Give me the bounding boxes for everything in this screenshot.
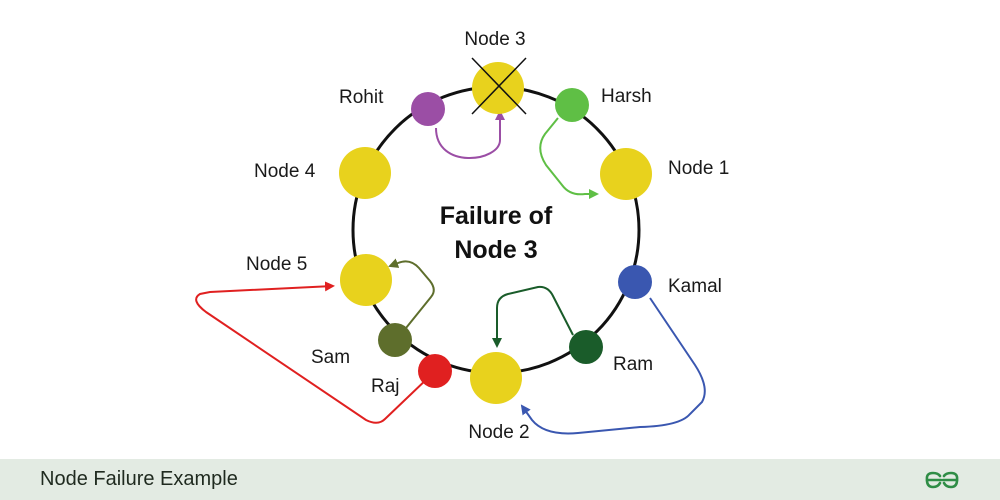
node-1-circle: [600, 148, 652, 200]
kamal-circle: [618, 265, 652, 299]
ram-reassign-arrow: [492, 285, 574, 348]
node-failure-diagram: Node 3 Harsh Rohit Node 1 Node 4 Node 5 …: [195, 29, 729, 443]
kamal-label: Kamal: [668, 276, 722, 297]
sam-circle: [378, 323, 412, 357]
node-5-circle: [340, 254, 392, 306]
harsh-circle: [555, 88, 589, 122]
center-title-line-1: Failure of: [440, 202, 553, 230]
node-3-label: Node 3: [464, 29, 525, 50]
ram-label: Ram: [613, 354, 653, 375]
raj-circle: [418, 354, 452, 388]
node-1-label: Node 1: [668, 158, 729, 179]
raj-reassign-arrow: [195, 281, 431, 424]
node-2-circle: [470, 352, 522, 404]
sam-label: Sam: [311, 347, 350, 368]
harsh-reassign-arrow: [539, 117, 599, 199]
footer-bar: Node Failure Example: [0, 459, 1000, 500]
rohit-reassign-arrow: [435, 110, 505, 159]
node-4-label: Node 4: [254, 161, 316, 182]
rohit-label: Rohit: [339, 87, 384, 108]
footer-title: Node Failure Example: [40, 468, 238, 490]
gfg-logo-icon: [925, 471, 959, 489]
node-3-failed-cross-icon: [471, 57, 527, 115]
kamal-reassign-arrow: [520, 297, 706, 435]
node-4-circle: [339, 147, 391, 199]
ram-circle: [569, 330, 603, 364]
rohit-circle: [411, 92, 445, 126]
sam-reassign-arrow: [388, 258, 435, 329]
harsh-label: Harsh: [601, 86, 652, 107]
node-5-label: Node 5: [246, 254, 307, 275]
raj-label: Raj: [371, 376, 400, 397]
node-2-label: Node 2: [468, 422, 529, 443]
center-title-line-2: Node 3: [454, 236, 537, 264]
